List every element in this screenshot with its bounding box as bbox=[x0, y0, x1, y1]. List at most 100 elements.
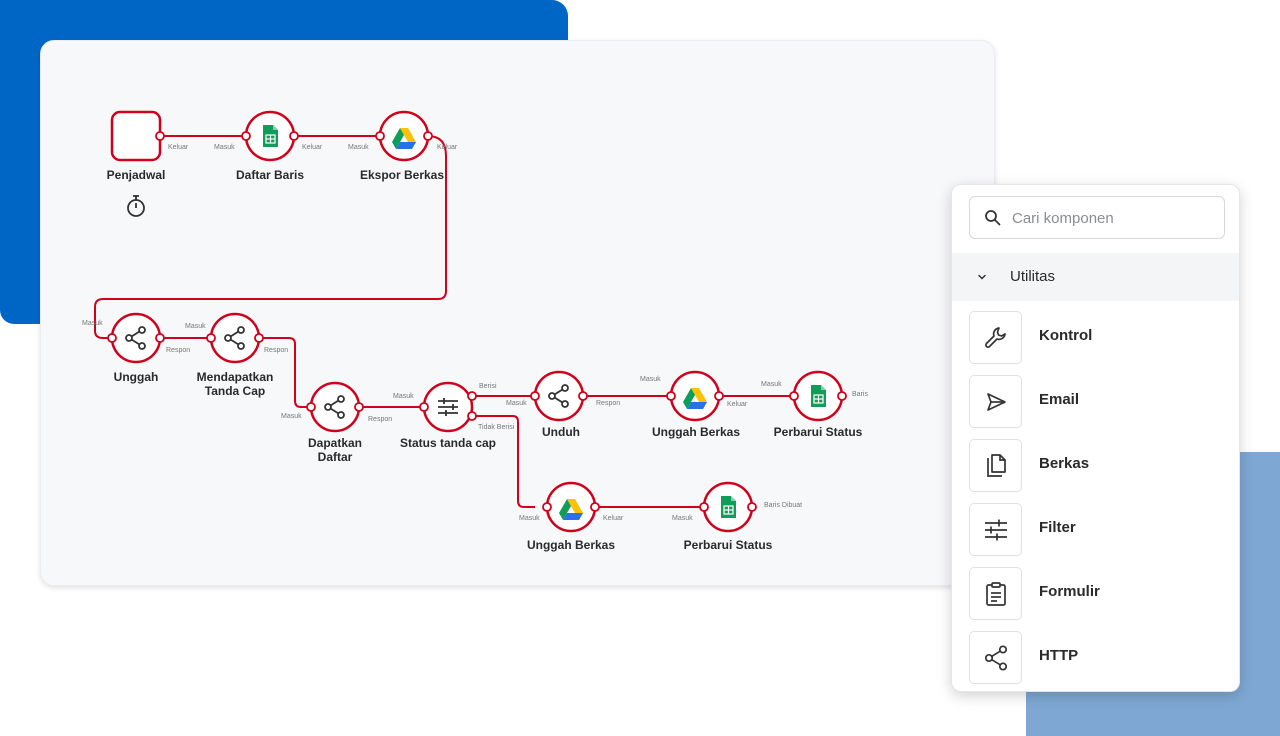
port-label: Masuk bbox=[281, 413, 302, 420]
port-out bbox=[289, 131, 299, 141]
port-label: Keluar bbox=[168, 144, 189, 151]
google-sheets-icon bbox=[810, 384, 827, 408]
port-label: Masuk bbox=[82, 320, 103, 327]
port-label: Berisi bbox=[479, 383, 497, 390]
workflow-canvas[interactable]: Penjadwal Daftar Baris Ekspor Berkas Ung… bbox=[40, 40, 995, 586]
google-sheets-icon bbox=[262, 124, 279, 148]
port-out bbox=[578, 391, 588, 401]
group-title: Utilitas bbox=[1010, 268, 1056, 285]
component-item-kontrol[interactable]: Kontrol bbox=[969, 309, 1225, 365]
node-label: Unduh bbox=[542, 425, 580, 439]
port-out bbox=[467, 411, 477, 421]
node-label: Unggah Berkas bbox=[526, 538, 616, 552]
clipboard-icon bbox=[969, 567, 1022, 620]
port-out bbox=[467, 391, 477, 401]
component-label: Kontrol bbox=[1039, 327, 1093, 344]
component-label: Berkas bbox=[1039, 455, 1090, 472]
port-label: Masuk bbox=[348, 144, 369, 151]
send-icon bbox=[969, 375, 1022, 428]
port-label: Masuk bbox=[506, 400, 527, 407]
component-label: Filter bbox=[1039, 519, 1076, 536]
port-in bbox=[241, 131, 251, 141]
port-in bbox=[206, 333, 216, 343]
component-item-berkas[interactable]: Berkas bbox=[969, 437, 1225, 493]
component-label: HTTP bbox=[1039, 647, 1079, 664]
port-label: Respon bbox=[264, 347, 289, 354]
node-mendapatkan-tanda-cap bbox=[209, 312, 261, 364]
stopwatch-icon bbox=[127, 195, 145, 217]
port-label: Masuk bbox=[185, 323, 206, 330]
node-unduh bbox=[533, 370, 585, 422]
port-in bbox=[419, 402, 429, 412]
node-label: Dapatkan Daftar bbox=[307, 436, 363, 464]
node-label: Penjadwal bbox=[106, 168, 166, 182]
node-unggah bbox=[110, 312, 162, 364]
node-label: Daftar Baris bbox=[235, 168, 305, 182]
wrench-icon bbox=[969, 311, 1022, 364]
node-dapatkan-daftar bbox=[309, 381, 361, 433]
component-item-http[interactable]: HTTP bbox=[969, 629, 1225, 685]
group-header-utilitas[interactable]: Utilitas bbox=[952, 253, 1239, 301]
port-in bbox=[375, 131, 385, 141]
component-item-filter[interactable]: Filter bbox=[969, 501, 1225, 557]
search-box[interactable] bbox=[969, 196, 1225, 239]
port-out bbox=[714, 391, 724, 401]
port-out bbox=[254, 333, 264, 343]
sliders-icon bbox=[437, 397, 459, 417]
component-panel: Utilitas Kontrol Email Berkas bbox=[951, 184, 1240, 692]
google-sheets-icon bbox=[720, 495, 737, 519]
port-out bbox=[354, 402, 364, 412]
port-label: Tidak Berisi bbox=[478, 424, 515, 431]
port-label: Respon bbox=[596, 400, 621, 407]
port-label: Keluar bbox=[302, 144, 323, 151]
port-label: Keluar bbox=[603, 515, 624, 522]
port-label: Respon bbox=[166, 347, 191, 354]
node-label: Perbarui Status bbox=[683, 538, 773, 552]
port-out bbox=[747, 502, 757, 512]
port-in bbox=[666, 391, 676, 401]
node-label: Unggah bbox=[113, 370, 159, 384]
port-out bbox=[155, 333, 165, 343]
component-label: Formulir bbox=[1039, 583, 1100, 600]
files-icon bbox=[969, 439, 1022, 492]
node-label: Ekspor Berkas bbox=[359, 168, 445, 182]
port-in bbox=[107, 333, 117, 343]
port-label: Respon bbox=[368, 416, 393, 423]
port-out bbox=[590, 502, 600, 512]
node-label: Mendapatkan Tanda Cap bbox=[196, 370, 274, 398]
port-out bbox=[423, 131, 433, 141]
port-label: Baris bbox=[852, 391, 868, 398]
node-label: Perbarui Status bbox=[773, 425, 863, 439]
port-in bbox=[699, 502, 709, 512]
sliders-icon bbox=[969, 503, 1022, 556]
port-in bbox=[542, 502, 552, 512]
edge-mendapatkan-dapatkan bbox=[259, 337, 310, 408]
port-label: Masuk bbox=[214, 144, 235, 151]
component-label: Email bbox=[1039, 391, 1080, 408]
port-in bbox=[530, 391, 540, 401]
port-label: Masuk bbox=[761, 381, 782, 388]
edge-status-unggah2 bbox=[472, 415, 535, 508]
search-input[interactable] bbox=[1012, 207, 1212, 229]
port-out bbox=[155, 131, 165, 141]
port-label: Masuk bbox=[672, 515, 693, 522]
port-out bbox=[837, 391, 847, 401]
port-in bbox=[789, 391, 799, 401]
port-label: Masuk bbox=[640, 376, 661, 383]
node-unggah-berkas-1 bbox=[669, 370, 721, 422]
chevron-down-icon bbox=[978, 274, 986, 280]
component-item-formulir[interactable]: Formulir bbox=[969, 565, 1225, 621]
port-label: Baris Dibuat bbox=[764, 502, 803, 509]
share-icon bbox=[969, 631, 1022, 684]
node-label: Status tanda cap bbox=[399, 436, 497, 450]
component-item-email[interactable]: Email bbox=[969, 373, 1225, 429]
workflow-graph bbox=[94, 110, 847, 533]
port-in bbox=[306, 402, 316, 412]
search-icon bbox=[985, 210, 1001, 226]
node-penjadwal bbox=[110, 110, 162, 162]
port-label: Masuk bbox=[393, 393, 414, 400]
node-label: Unggah Berkas bbox=[651, 425, 741, 439]
port-label: Keluar bbox=[727, 401, 748, 408]
edge-ekspor-unggah bbox=[94, 135, 447, 339]
node-unggah-berkas-2 bbox=[545, 481, 597, 533]
